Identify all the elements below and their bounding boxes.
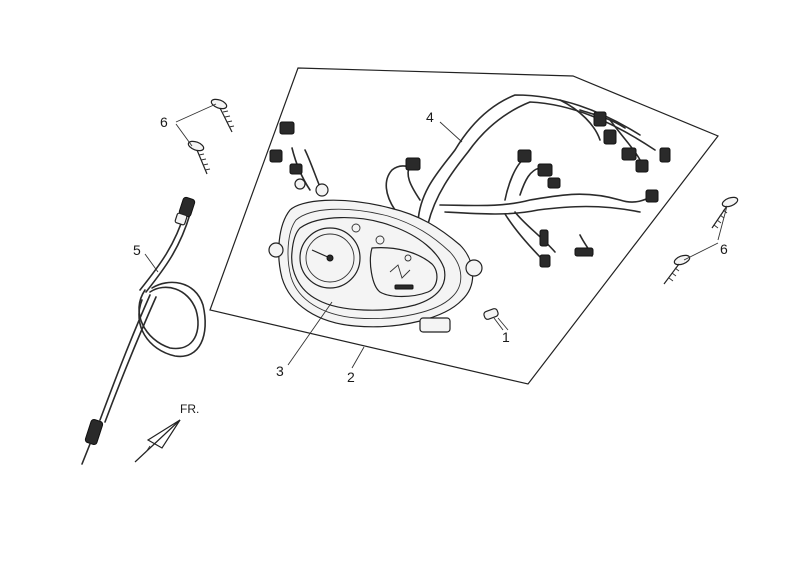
screws-part-6-right — [663, 196, 739, 285]
callout-1: 1 — [502, 329, 510, 345]
bulb-part-1 — [483, 308, 509, 331]
front-direction-marker: FR. — [134, 402, 199, 463]
assembly-boundary-outline — [209, 67, 719, 385]
callout-4: 4 — [426, 109, 434, 125]
wiring-harness-part-4 — [269, 94, 671, 268]
gauge-cluster-part-3 — [291, 217, 446, 311]
speedometer-cable-part-5 — [81, 196, 206, 465]
callout-5: 5 — [133, 242, 141, 258]
callout-6-left: 6 — [160, 114, 168, 130]
callout-3: 3 — [276, 363, 284, 379]
leader-lines — [144, 103, 728, 369]
callout-2: 2 — [347, 369, 355, 385]
direction-label-fr: FR. — [180, 402, 199, 416]
callout-6-right: 6 — [720, 241, 728, 257]
screws-part-6-left — [187, 98, 235, 175]
